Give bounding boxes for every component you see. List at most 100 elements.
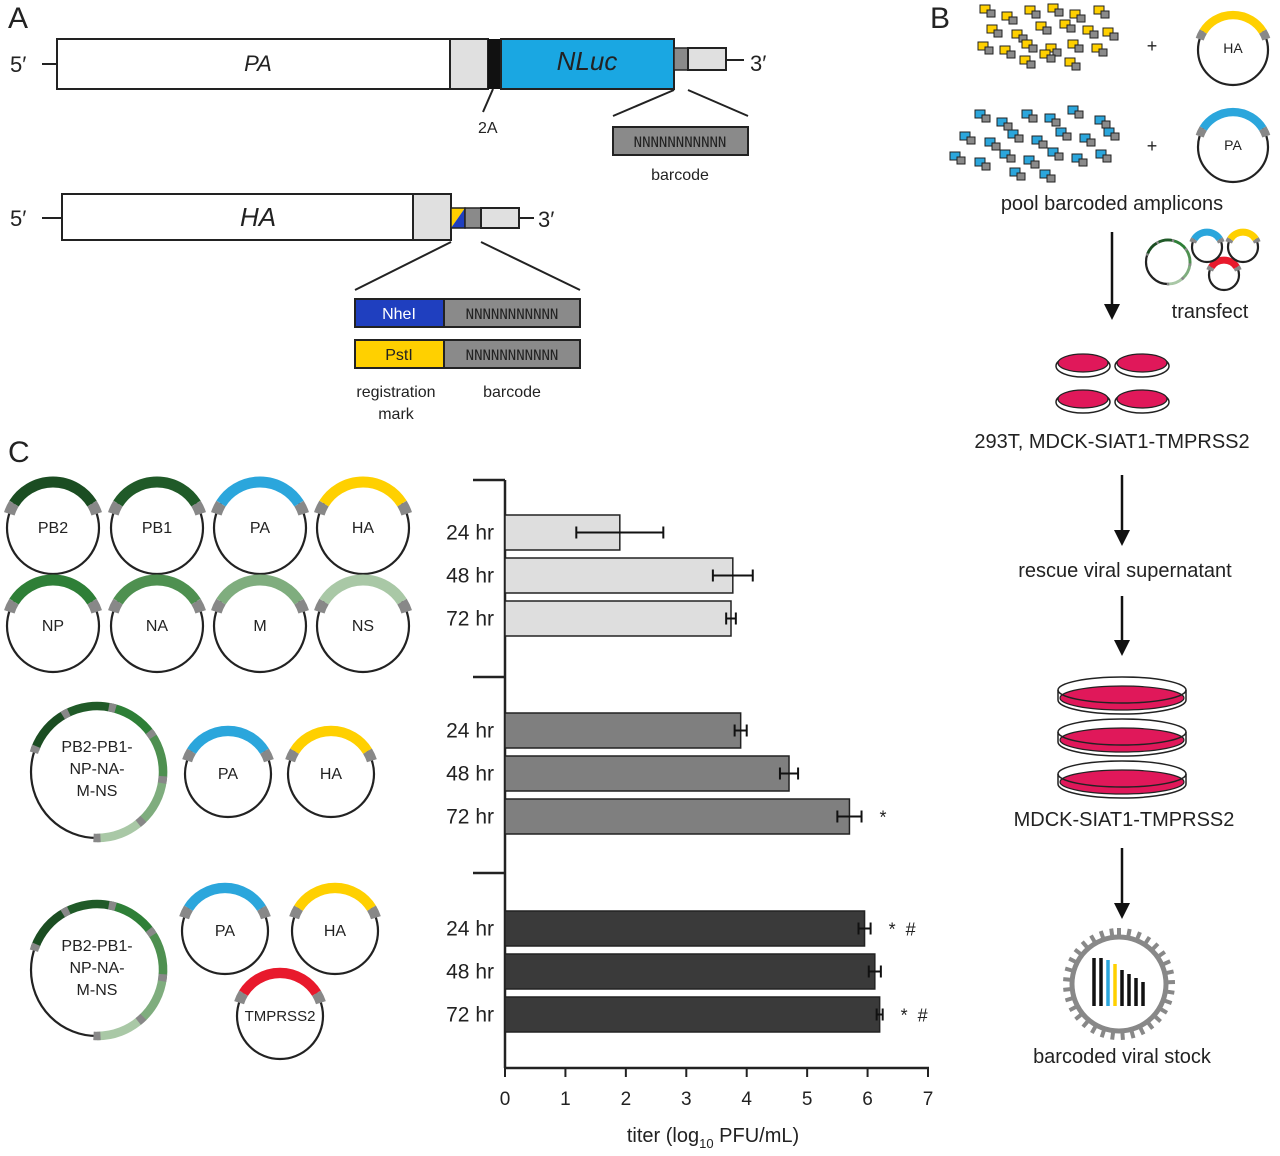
plasmid-label-ha: HA — [352, 520, 375, 537]
spike — [1110, 1032, 1116, 1040]
pa-amplicon-pool — [949, 105, 1120, 183]
spike — [1135, 931, 1142, 940]
significance-annotation: * # — [889, 920, 916, 940]
plasmid-m — [211, 574, 309, 674]
spike — [1138, 1027, 1146, 1036]
y-category-label: 48 hr — [446, 763, 494, 786]
amplicon — [1095, 149, 1112, 163]
plasmid-ns-insert — [319, 574, 407, 605]
panel-label-a: A — [8, 2, 28, 35]
amplicon — [949, 151, 966, 165]
combo3-ha-insert — [294, 882, 376, 912]
amplicon — [1082, 25, 1099, 39]
spike — [1063, 977, 1071, 982]
b-ha-ring-insert — [1199, 10, 1267, 34]
dish-2 — [1114, 353, 1170, 378]
bar — [504, 557, 734, 594]
plasmid-label-na: NA — [146, 618, 169, 635]
plasmid-label-pb2: PB2 — [38, 520, 68, 537]
combined-plasmid-set-2: PB2-PB1- NP-NA- M-NS PA HA — [29, 701, 377, 843]
ha-construct: 5′ HA 3′ NheI NNNNNNNNNNN PstI NNNNNNNNN… — [10, 193, 581, 423]
amplicon — [1055, 127, 1072, 141]
spike — [1064, 966, 1073, 973]
x-tick-label: 2 — [621, 1089, 632, 1110]
amplicon — [1021, 109, 1038, 123]
pa-plasmid-label: PA — [1224, 137, 1242, 153]
amplicon — [999, 45, 1016, 59]
bar — [504, 953, 876, 990]
mini-ha — [1225, 228, 1261, 264]
plasmid-ns — [314, 574, 412, 674]
combo2-pa-label: PA — [218, 766, 238, 783]
significance-annotation: * — [880, 808, 887, 828]
bar — [504, 910, 866, 947]
plasmid-pb1 — [108, 476, 206, 576]
ha-gene-label: HA — [240, 202, 276, 232]
spike — [1159, 1007, 1169, 1015]
cells1-label: 293T, MDCK-SIAT1-TMPRSS2 — [974, 431, 1249, 453]
amplicon — [1007, 129, 1024, 143]
mini-tmprss2-insert — [1208, 256, 1240, 270]
spike — [1167, 989, 1175, 995]
combo2-line2: NP-NA- — [69, 761, 124, 778]
spike — [1090, 1025, 1097, 1034]
bar — [504, 755, 790, 792]
pa-barcode-box — [612, 126, 749, 156]
combo2-line1: PB2-PB1- — [61, 739, 132, 756]
mini-tmprss2 — [1206, 256, 1242, 292]
amplicon — [1064, 57, 1081, 71]
amplicon — [974, 157, 991, 171]
amplicon — [1093, 5, 1110, 19]
psti-box — [354, 339, 445, 369]
transfect-plasmid-mix — [1144, 228, 1261, 292]
mini-combo-ring — [1144, 238, 1192, 286]
arrow-1-head — [1104, 304, 1120, 320]
registration-mark-label-2: mark — [378, 406, 415, 423]
b-pa-ring-insert — [1199, 107, 1267, 131]
pa-barcode-seq: NNNNNNNNNNN — [634, 135, 727, 151]
combo3-tmprss2 — [234, 967, 326, 1061]
combined-plasmid-set-3: PB2-PB1- NP-NA- M-NS PA HA TMPRSS2 — [29, 882, 381, 1061]
combo2-pa-insert — [187, 725, 269, 755]
combo3-line3: M-NS — [77, 982, 118, 999]
pa-utr — [687, 47, 727, 71]
plasmid-label-np: NP — [42, 618, 64, 635]
amplicon — [1039, 49, 1056, 63]
stock-label: barcoded viral stock — [1033, 1046, 1212, 1068]
transfect-label: transfect — [1172, 301, 1249, 323]
y-category-label: 72 hr — [446, 608, 494, 631]
combo2-pa — [182, 725, 274, 819]
dish-4 — [1114, 389, 1170, 414]
plasmid-row-1: PB2 PB1 PA HA — [4, 476, 412, 576]
plasmid-pa — [211, 476, 309, 576]
stacked-dish-1 — [1057, 676, 1187, 715]
spike — [1063, 987, 1071, 992]
spike — [1080, 940, 1089, 949]
combo3-ha — [289, 882, 381, 976]
amplicon — [1071, 153, 1088, 167]
plasmid-label-pa: PA — [250, 520, 270, 537]
pa-linker — [449, 38, 489, 90]
x-tick-label: 5 — [802, 1089, 813, 1110]
combo3-tmprss2-label: TMPRSS2 — [245, 1008, 316, 1025]
combo3-pa — [179, 882, 271, 976]
bar — [504, 996, 881, 1033]
bar — [504, 600, 732, 637]
amplicon — [1103, 127, 1120, 141]
plasmid-pb2 — [4, 476, 102, 576]
significance-annotation: * # — [901, 1006, 928, 1026]
pa-plasmid: PA — [1195, 107, 1271, 184]
amplicon — [1094, 115, 1111, 129]
spike — [1144, 935, 1152, 944]
stacked-dish-3 — [1057, 760, 1187, 799]
amplicon — [996, 117, 1013, 131]
amplicon — [1011, 29, 1028, 43]
amplicon — [1001, 11, 1018, 25]
x-tick-label: 3 — [681, 1089, 692, 1110]
psti-barcode-box — [443, 339, 581, 369]
amplicon — [1039, 169, 1056, 183]
combo2-ha-label: HA — [320, 766, 343, 783]
amplicon — [1047, 3, 1064, 17]
